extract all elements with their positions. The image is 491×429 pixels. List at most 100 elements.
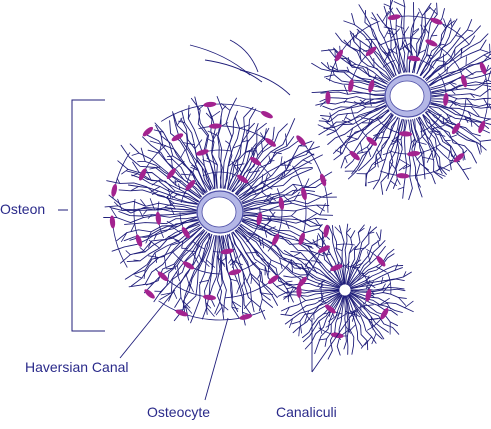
- osteocyte: [260, 111, 273, 119]
- osteocyte: [348, 79, 354, 93]
- canaliculus: [344, 295, 349, 355]
- canaliculus: [209, 235, 219, 307]
- canaliculus-branch: [343, 113, 348, 120]
- canaliculus: [291, 292, 341, 325]
- canaliculus-branch: [398, 43, 411, 51]
- osteocytes: [109, 14, 487, 339]
- canaliculus-branch: [448, 98, 458, 109]
- osteocyte: [387, 14, 401, 20]
- canaliculus-branch: [191, 251, 199, 264]
- canaliculus: [190, 234, 215, 324]
- canaliculus-branch: [149, 140, 164, 146]
- canaliculus-branch: [283, 160, 287, 171]
- canaliculus-branch: [416, 151, 425, 161]
- canaliculus: [217, 115, 223, 189]
- canaliculus-branch: [420, 24, 426, 34]
- lamella-arc: [320, 280, 325, 302]
- canaliculus-branch: [166, 267, 174, 270]
- osteocyte: [407, 151, 421, 157]
- canaliculus-branch: [368, 231, 375, 234]
- canaliculus-branch: [180, 149, 186, 159]
- canaliculus-branch: [173, 263, 177, 270]
- canaliculus-branch: [482, 77, 487, 86]
- canaliculus-branch: [188, 282, 194, 293]
- canaliculus-branch: [391, 140, 399, 145]
- canaliculus: [416, 2, 438, 75]
- canaliculus-branch: [279, 257, 283, 270]
- canaliculus-branch: [349, 40, 352, 47]
- canaliculus: [364, 9, 397, 76]
- canaliculus: [241, 166, 313, 203]
- osteocyte: [301, 187, 307, 201]
- canaliculus: [321, 231, 344, 285]
- canaliculus-branch: [149, 166, 161, 170]
- canaliculus: [320, 100, 386, 117]
- osteocyte: [430, 17, 443, 25]
- canaliculus: [344, 223, 349, 285]
- canaliculus-branch: [483, 98, 490, 108]
- canaliculus: [298, 242, 342, 287]
- osteon-label: Osteon: [0, 201, 46, 217]
- canaliculus-branch: [465, 97, 474, 106]
- canaliculus: [327, 106, 388, 145]
- canaliculus-branch: [232, 144, 241, 149]
- canaliculus-branch: [389, 161, 396, 170]
- canaliculus-branch: [205, 112, 213, 120]
- canaliculus: [243, 192, 337, 210]
- canaliculus: [431, 100, 491, 109]
- osteocyte: [203, 101, 217, 108]
- canaliculus: [237, 227, 301, 280]
- canaliculus: [429, 53, 491, 87]
- canaliculus-branch: [347, 121, 354, 125]
- canaliculus-branch: [428, 126, 435, 139]
- canaliculus-branch: [316, 235, 319, 247]
- canaliculus-branch: [206, 157, 218, 166]
- canaliculus: [231, 127, 270, 192]
- lamella-arc: [387, 272, 392, 295]
- canaliculus: [239, 141, 315, 199]
- canaliculus: [320, 49, 388, 85]
- canaliculus: [243, 202, 330, 212]
- canaliculus-branch: [351, 308, 357, 322]
- lamella-arc: [292, 165, 297, 172]
- canaliculus-branch: [334, 226, 343, 235]
- canaliculus-branch: [167, 235, 180, 242]
- osteocyte: [249, 156, 262, 166]
- canaliculus-branch: [397, 186, 405, 190]
- canaliculus: [345, 295, 355, 355]
- canaliculus: [340, 109, 389, 149]
- canaliculus: [285, 286, 340, 292]
- canaliculus-branch: [192, 159, 198, 173]
- osteocyte: [181, 226, 190, 239]
- canaliculus: [347, 226, 378, 286]
- osteocyte: [349, 150, 360, 161]
- canaliculus: [349, 265, 404, 288]
- canaliculus: [380, 118, 403, 195]
- canaliculus: [227, 108, 257, 190]
- canaliculus-branch: [375, 232, 381, 241]
- canaliculus: [430, 103, 490, 129]
- osteocyte: [182, 261, 195, 270]
- canaliculus-branch: [180, 173, 194, 176]
- osteocyte: [297, 276, 307, 288]
- canaliculus: [372, 117, 400, 190]
- canaliculus-branch: [280, 173, 284, 181]
- osteocyte: [479, 62, 487, 75]
- canaliculus-branch: [212, 132, 218, 142]
- canaliculus-branch: [151, 190, 160, 195]
- osteocyte: [396, 173, 410, 179]
- canaliculus: [420, 20, 455, 77]
- canaliculus: [201, 235, 217, 320]
- canaliculus: [350, 288, 406, 292]
- osteocyte: [453, 153, 465, 163]
- canaliculus-branch: [334, 59, 339, 71]
- osteocyte: [330, 264, 343, 271]
- canaliculus-branch: [347, 324, 357, 333]
- canaliculus-branch: [261, 237, 264, 249]
- canaliculus-branch: [178, 120, 186, 124]
- canaliculus: [173, 233, 211, 322]
- osteocyte: [175, 309, 188, 317]
- canaliculus-branch: [270, 151, 282, 155]
- canaliculus-branch: [205, 302, 212, 309]
- canaliculus-branch: [125, 250, 131, 256]
